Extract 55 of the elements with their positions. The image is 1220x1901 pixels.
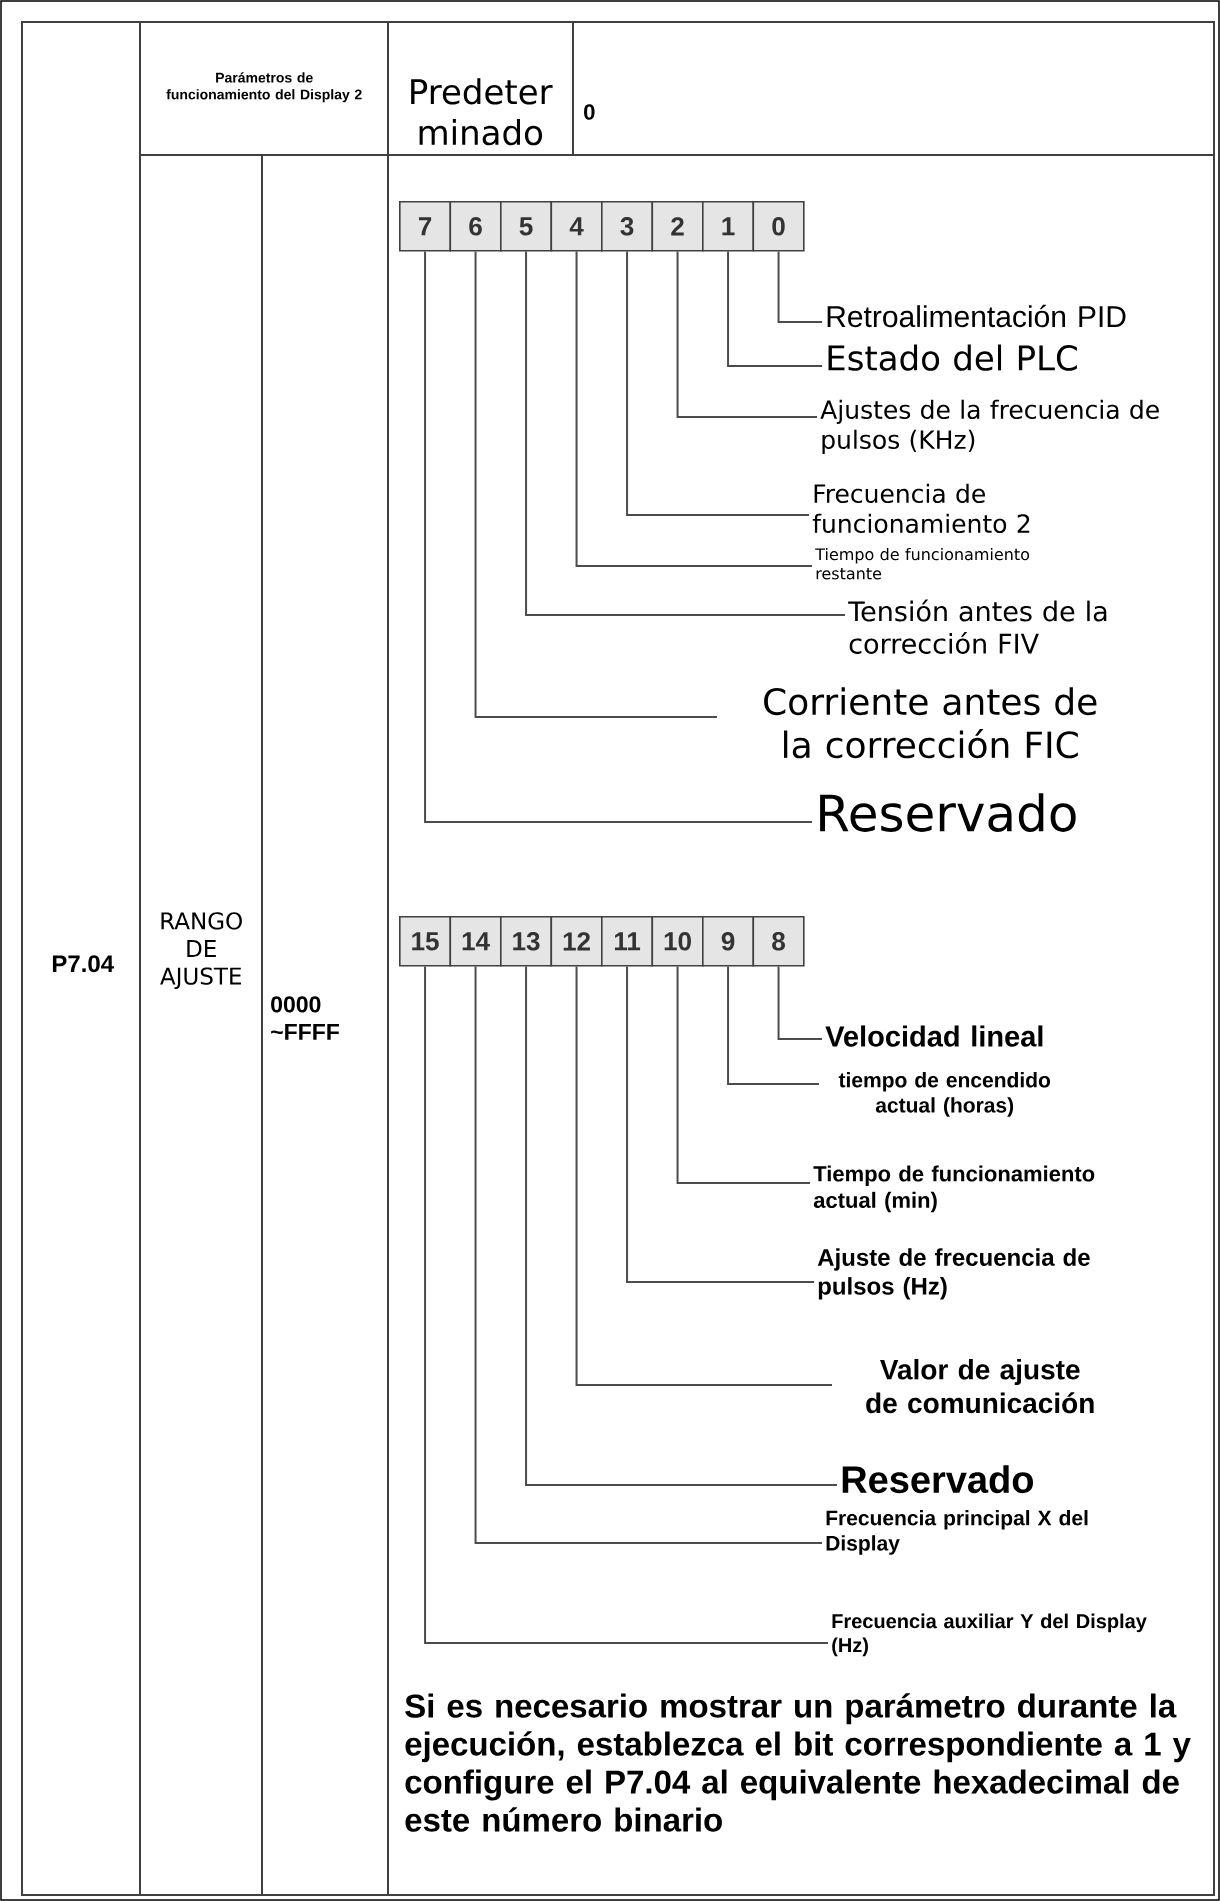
leader-line (474, 965, 823, 1544)
bit-cell: 3 (601, 201, 654, 252)
bit-label: Frecuencia auxiliar Y del Display (Hz) (832, 1613, 1147, 1657)
bit-cell: 14 (449, 916, 502, 967)
bit-cell: 9 (702, 916, 755, 967)
leader-line (626, 250, 810, 516)
leader-line (525, 965, 838, 1486)
bit-cell: 0 (752, 201, 805, 252)
bit-label: Tiempo de funcionamiento restante (815, 547, 1030, 580)
bit-cell: 4 (550, 201, 603, 252)
bit-cell: 2 (651, 201, 704, 252)
bit-cell: 15 (399, 916, 452, 967)
bit-cell: 12 (550, 916, 603, 967)
bit-label: Velocidad lineal (825, 1025, 1043, 1047)
default-label: Predeter minado (411, 78, 553, 146)
leader-line (424, 965, 829, 1644)
bit-label: Retroalimentación PID (827, 304, 1126, 328)
leader-line (777, 250, 823, 323)
bit-label: Valor de ajuste de comunicación (866, 1359, 1094, 1414)
range-value: 0000 ~FFFF (271, 996, 339, 1040)
bit-label: Corriente antes de la corrección FIC (764, 687, 1097, 759)
bit-label: Frecuencia principal X del Display (826, 1510, 1088, 1555)
bit-cell: 7 (399, 201, 452, 252)
bit-cell: 13 (500, 916, 553, 967)
bit-cell: 5 (500, 201, 553, 252)
leader-line (777, 965, 823, 1040)
parameter-code: P7.04 (52, 955, 114, 973)
leader-line (626, 965, 815, 1283)
bit-label: Frecuencia de funcionamiento 2 (812, 483, 1030, 534)
leader-line (676, 965, 811, 1184)
leader-line (525, 250, 846, 616)
leader-line (575, 965, 833, 1386)
bit-label: Reservado (820, 793, 1076, 832)
leader-line (575, 250, 813, 567)
bit-cell: 10 (651, 916, 704, 967)
leader-line (424, 250, 813, 823)
leader-line (676, 250, 818, 418)
bit-label: Tensión antes de la corrección FIV (848, 599, 1107, 654)
leader-line (727, 965, 820, 1085)
bit-cell: 1 (702, 201, 755, 252)
bit-label: Estado del PLC (828, 344, 1077, 371)
bit-cell: 11 (601, 916, 654, 967)
bit-label: Ajustes de la frecuencia de pulsos (KHz) (820, 399, 1159, 454)
header-text: Parámetros de funcionamiento del Display 2 (166, 72, 362, 103)
note-text: Si es necesario mostrar un parámetro durante la ejecución, establezca el bit correspondiente a 1 y configure el P7.04 al equivalente hexadecimal de este número binario (405, 1693, 1191, 1832)
leader-line (474, 250, 718, 718)
default-value: 0 (584, 104, 595, 120)
bit-cell: 6 (449, 201, 502, 252)
bit-label: tiempo de encendido actual (horas) (838, 1072, 1051, 1117)
range-label: RANGO DE AJUSTE (160, 912, 242, 990)
bit-label: Ajuste de frecuencia de pulsos (Hz) (817, 1248, 1090, 1300)
leader-line (727, 250, 823, 367)
bit-label: Reservado (842, 1465, 1033, 1494)
bit-label: Tiempo de funcionamiento actual (min) (813, 1165, 1095, 1213)
bit-cell: 8 (752, 916, 805, 967)
